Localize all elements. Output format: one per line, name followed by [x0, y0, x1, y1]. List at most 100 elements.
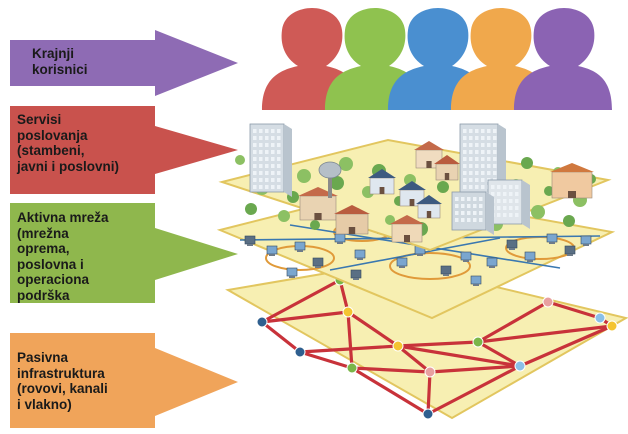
solar-roof-house — [368, 169, 396, 195]
fiber-link — [260, 310, 350, 324]
fiber-node — [346, 362, 358, 374]
fiber-node — [606, 320, 618, 332]
fiber-link — [426, 370, 432, 416]
network-ring — [389, 252, 471, 280]
fiber-link — [426, 364, 522, 416]
office-building — [451, 191, 494, 235]
network-device — [266, 245, 278, 256]
fiber-link — [260, 320, 302, 354]
network-device — [470, 275, 482, 286]
active-network-arrow — [10, 203, 238, 303]
solar-roof-house — [416, 195, 442, 219]
users-label: Krajnji korisnici — [32, 46, 88, 77]
residential-building — [390, 215, 424, 243]
network-device — [396, 257, 408, 268]
fiber-nodes — [256, 274, 618, 420]
city-buildings — [249, 123, 594, 243]
services-label-line: Servisi — [17, 112, 62, 127]
tree — [531, 205, 545, 219]
fiber-network — [260, 278, 614, 416]
active-network-label-line: poslovna i — [17, 256, 84, 272]
active-network-label-line: Aktivna mreža — [17, 210, 109, 225]
fiber-link — [350, 366, 432, 374]
tree — [310, 220, 320, 230]
fiber-link — [346, 310, 400, 348]
fiber-node — [472, 336, 484, 348]
solar-roof-house — [398, 181, 426, 207]
passive-infrastructure-plane — [225, 260, 628, 420]
commercial-building — [550, 163, 594, 199]
house — [434, 155, 460, 181]
residential-building — [334, 205, 370, 235]
fiber-link — [260, 278, 342, 324]
residential-building — [298, 187, 338, 221]
passive-label-line: Pasivna — [17, 350, 69, 365]
network-device — [524, 251, 536, 262]
fiber-node — [542, 296, 554, 308]
tree — [339, 157, 353, 171]
fiber-node — [294, 346, 306, 358]
fiber-node — [392, 340, 404, 352]
network-device — [350, 269, 362, 280]
services-label-line: (stambeni, — [17, 143, 85, 158]
office-building — [487, 179, 530, 229]
fiber-link — [476, 340, 522, 368]
fiber-link — [476, 300, 550, 344]
office-tower — [459, 123, 506, 209]
network-device — [564, 245, 576, 256]
passive-infrastructure-arrow — [10, 333, 238, 428]
network-device — [460, 251, 472, 262]
network-device — [312, 257, 324, 268]
active-network-label: Aktivna mreža (mrežna oprema, poslovna i… — [17, 210, 109, 303]
fiber-link — [428, 364, 522, 374]
business-services-plane — [218, 123, 612, 252]
label-arrows — [10, 30, 238, 428]
network-device — [354, 249, 366, 260]
network-device — [294, 241, 306, 252]
fiber-link — [298, 350, 354, 370]
end-users-silhouettes — [262, 8, 612, 110]
fiber-node — [424, 366, 436, 378]
fiber-node — [342, 306, 354, 318]
tree — [437, 181, 449, 193]
fiber-link — [396, 344, 432, 374]
active-network-label-line: operaciona — [17, 272, 90, 287]
water-tower — [318, 161, 342, 198]
office-tower — [249, 123, 292, 197]
network-device — [286, 267, 298, 278]
tree — [297, 169, 311, 183]
services-label-line: poslovanja — [17, 127, 88, 143]
fiber-link — [298, 344, 400, 354]
fiber-node — [256, 316, 268, 328]
fiber-link — [518, 324, 614, 368]
active-network-label-line: (mrežna — [17, 225, 69, 241]
passive-label-line: i vlakno) — [17, 396, 72, 412]
tree — [563, 215, 575, 227]
network-devices — [244, 223, 592, 286]
fiber-link — [396, 344, 522, 368]
fiber-link — [546, 300, 602, 320]
passive-label-line: (rovovi, kanali — [17, 381, 108, 396]
fiber-node — [594, 312, 606, 324]
fiber-link — [476, 324, 614, 344]
tree — [245, 203, 257, 215]
network-device — [440, 265, 452, 276]
tree — [385, 215, 395, 225]
tree — [544, 186, 554, 196]
tree — [330, 176, 344, 190]
tree — [235, 155, 245, 165]
passive-infrastructure-label: Pasivna infrastruktura (rovovi, kanali i… — [17, 350, 108, 412]
network-device — [506, 239, 518, 250]
services-label-line: javni i poslovni) — [17, 158, 120, 174]
tree — [278, 210, 290, 222]
fiber-link — [346, 310, 354, 370]
network-device — [580, 235, 592, 246]
user-silhouette-purple — [514, 8, 612, 110]
services-label: Servisi poslovanja (stambeni, javni i po… — [17, 112, 119, 174]
network-device — [486, 257, 498, 268]
users-arrow — [10, 30, 238, 96]
network-device — [244, 235, 256, 246]
fiber-node — [422, 408, 434, 420]
fiber-link — [396, 340, 480, 348]
